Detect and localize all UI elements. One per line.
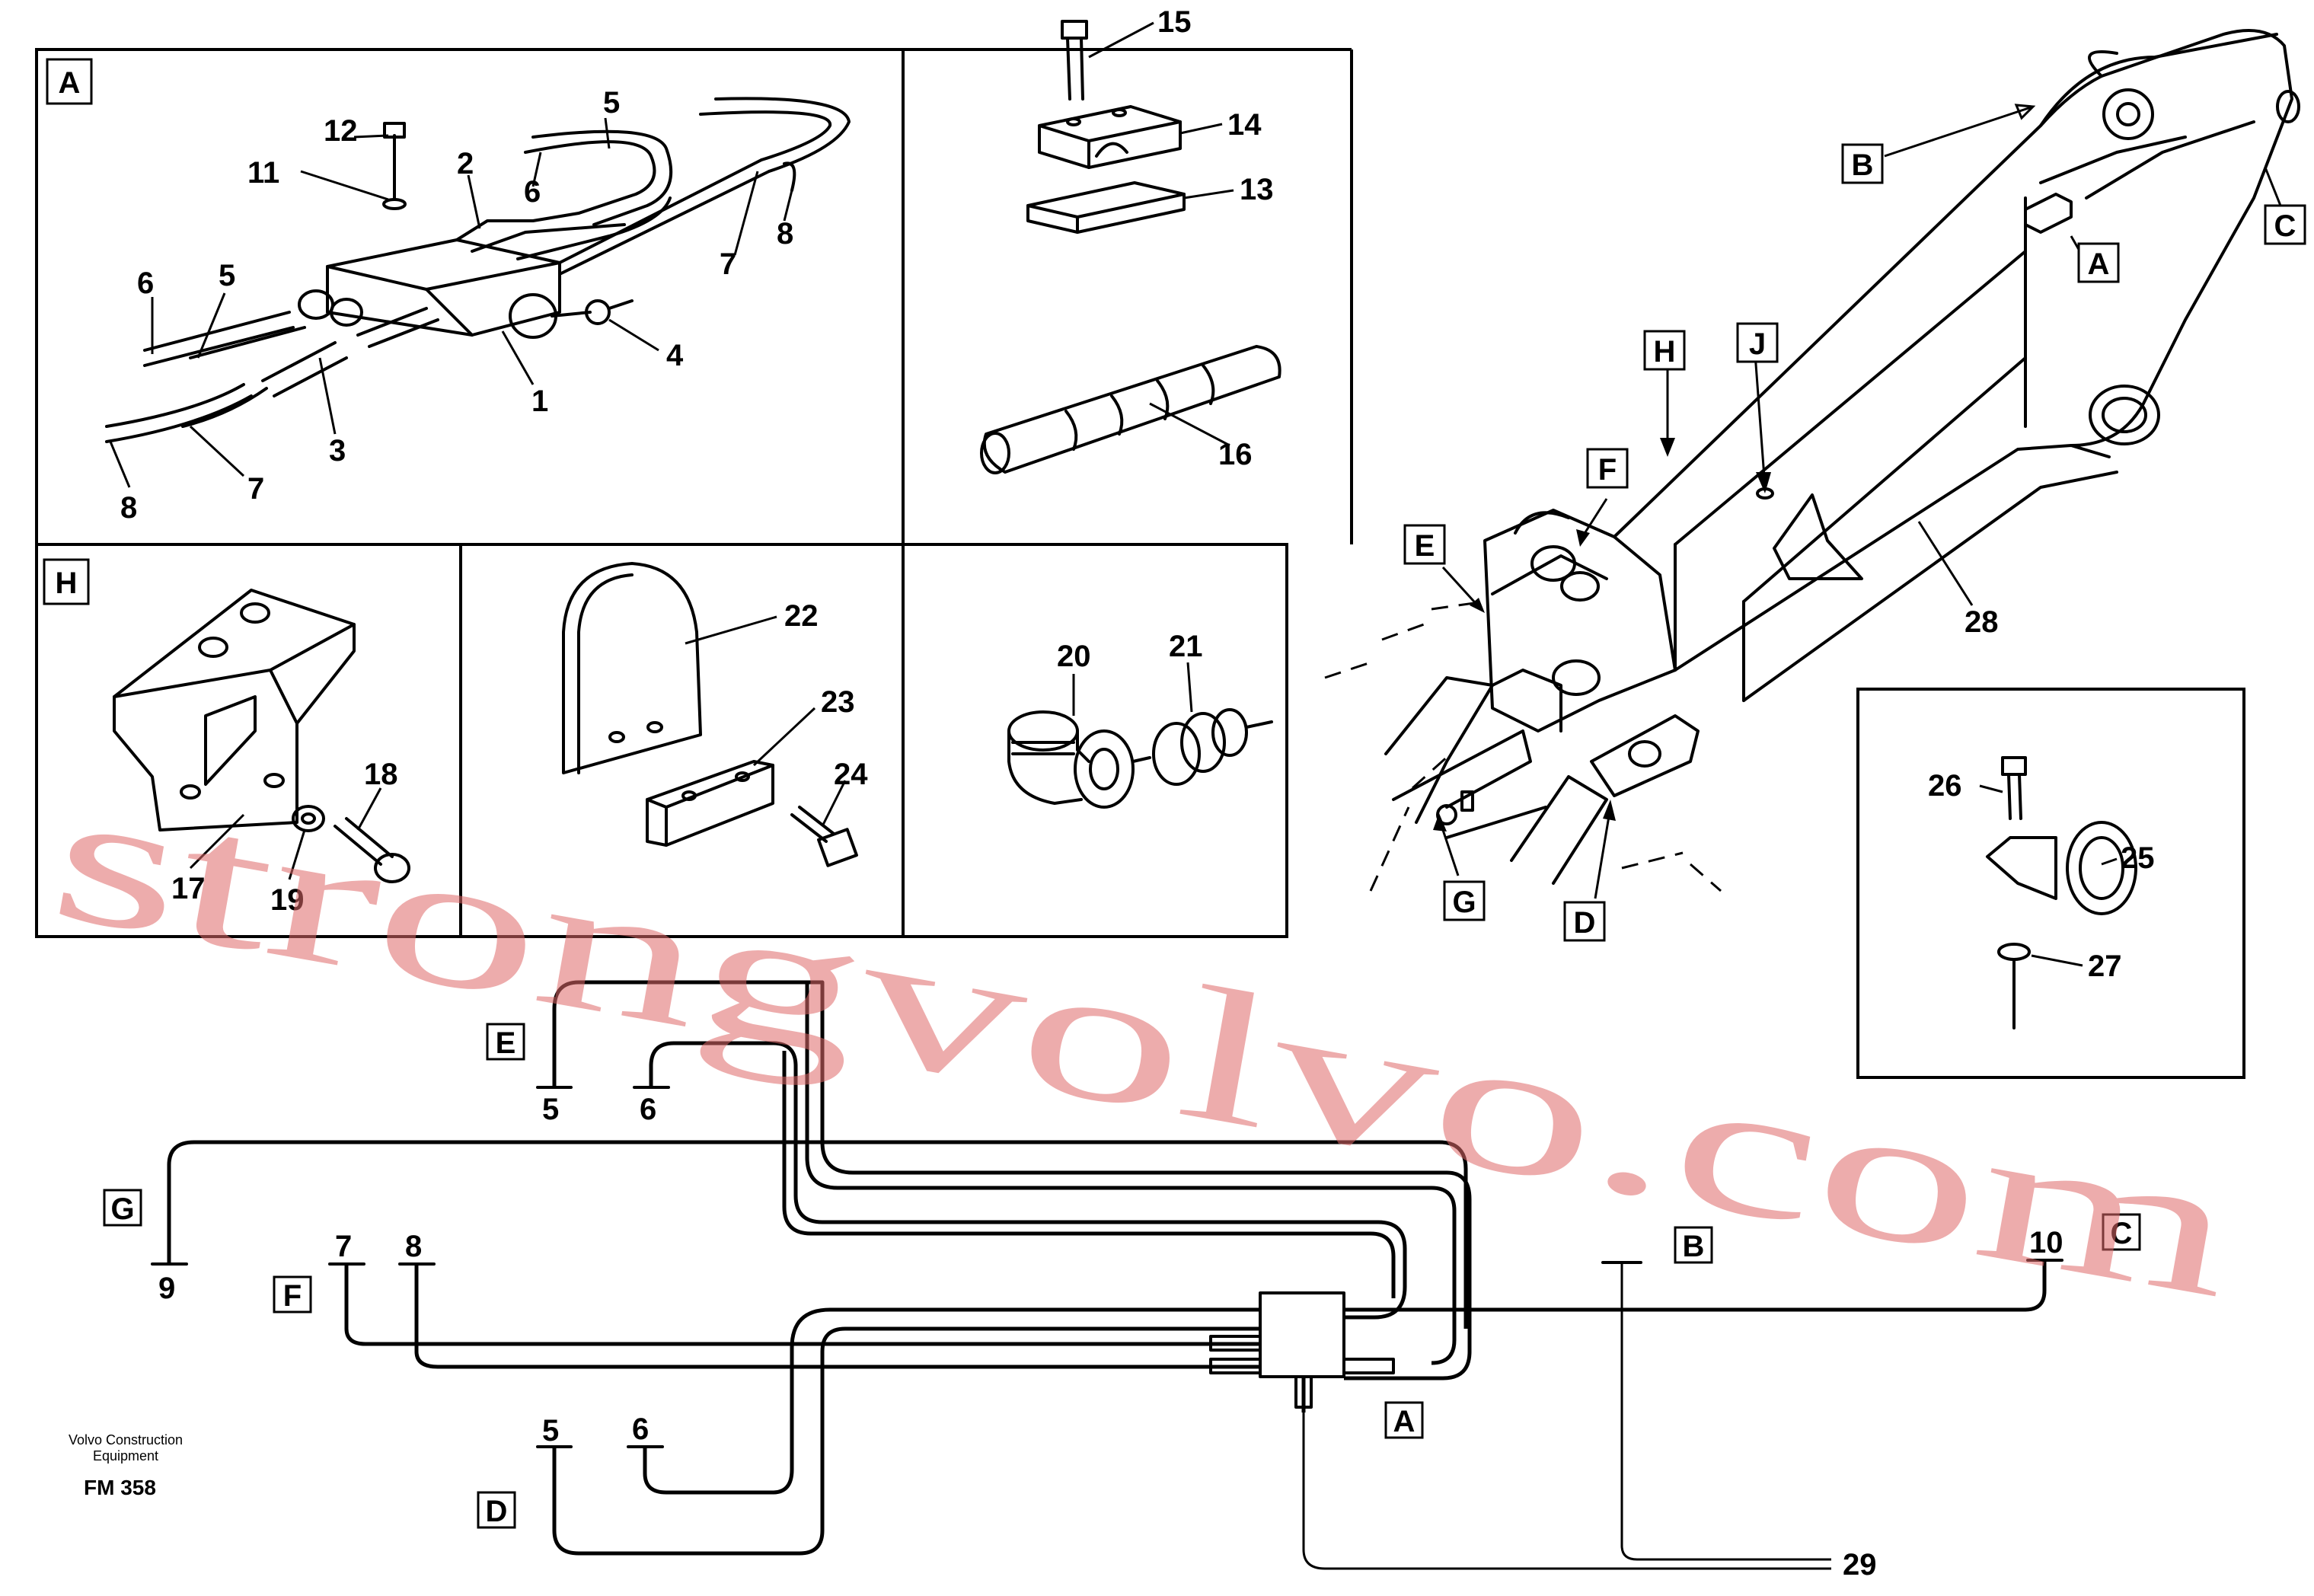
boom-tag-b: B (1852, 148, 1874, 182)
callout-7: 7 (720, 247, 736, 281)
clamp-drawing (980, 20, 1281, 474)
callout-13: 13 (1240, 173, 1274, 206)
schem-num-5b: 5 (542, 1414, 559, 1448)
panel-b-callouts: 15 14 13 16 (1088, 5, 1274, 471)
bracket-drawing (113, 589, 410, 883)
panel-fittings-callouts: 20 21 (1057, 630, 1203, 716)
boom-tag-j: J (1749, 327, 1766, 361)
callout-12: 12 (324, 114, 358, 148)
panel-plate-callouts: 22 23 24 (685, 599, 868, 827)
callout-6: 6 (524, 175, 541, 209)
callout-27: 27 (2088, 950, 2122, 983)
callout-2: 2 (457, 147, 474, 180)
callout-5b: 5 (219, 259, 235, 292)
callout-6b: 6 (137, 267, 154, 300)
drawing-code: FM 358 (84, 1476, 156, 1499)
cover-plate-drawing (562, 562, 858, 867)
panel-clamp-callouts: 26 25 27 (1928, 769, 2155, 983)
callout-3: 3 (329, 434, 346, 468)
boom-tag-g: G (1452, 886, 1476, 919)
panel-a-tag: A (46, 58, 93, 105)
boom-tag-h: H (1654, 335, 1676, 369)
callout-19: 19 (270, 883, 305, 917)
panel-h-tag: H (43, 558, 90, 605)
callout-15: 15 (1157, 5, 1192, 39)
hose-routing-schematic (151, 980, 2063, 1570)
callout-18: 18 (364, 758, 398, 791)
company-line-1: Volvo Construction (69, 1432, 183, 1448)
callout-23: 23 (821, 685, 855, 719)
schem-num-5: 5 (542, 1093, 559, 1126)
schem-tag-c: C (2111, 1217, 2133, 1250)
panel-a-callouts: 12 5 2 11 6 6 5 7 8 4 1 3 7 8 (109, 86, 793, 525)
callout-7b: 7 (247, 472, 264, 506)
schem-num-9: 9 (158, 1272, 175, 1305)
callout-20: 20 (1057, 640, 1091, 673)
panel-h-callouts: 18 17 19 (171, 758, 398, 917)
callout-11: 11 (247, 156, 279, 190)
watermark: strongvolvo.com (38, 747, 2249, 1338)
callout-17: 17 (171, 872, 206, 905)
boom-tag-f: F (1598, 453, 1617, 487)
schem-tag-f: F (283, 1279, 302, 1313)
schem-num-6: 6 (640, 1093, 656, 1126)
schem-tag-e: E (496, 1026, 516, 1060)
schem-num-8: 8 (405, 1230, 422, 1263)
callout-16: 16 (1218, 438, 1253, 471)
callout-8b: 8 (120, 491, 137, 525)
boom-tag-d: D (1574, 906, 1596, 940)
schem-num-29: 29 (1843, 1548, 1877, 1582)
callout-22: 22 (784, 599, 819, 633)
fittings-drawing (1007, 708, 1273, 809)
callout-24: 24 (834, 758, 868, 791)
schem-num-6b: 6 (632, 1412, 649, 1446)
callout-5: 5 (603, 86, 620, 120)
boom-tag-c: C (2274, 209, 2296, 243)
schem-num-7: 7 (335, 1230, 352, 1263)
boom-callouts: B A C H J F E G D 28 (1403, 104, 2306, 942)
callout-4: 4 (666, 339, 684, 372)
boom-tag-e: E (1415, 529, 1435, 563)
footer-credit: Volvo Construction Equipment FM 358 (69, 1432, 183, 1499)
schem-tag-g: G (110, 1192, 134, 1226)
panel-frames (35, 48, 2245, 1079)
schematic-tags: E G F D B C A 5 6 9 7 8 5 6 10 29 (103, 1023, 2141, 1582)
callout-8: 8 (777, 217, 793, 251)
hose-clamp-drawing (1986, 756, 2137, 1029)
boom-tag-a: A (2088, 247, 2110, 281)
valve-assembly-drawing (105, 97, 851, 443)
callout-21: 21 (1169, 630, 1203, 663)
company-line-2: Equipment (93, 1448, 158, 1464)
callout-1: 1 (531, 385, 548, 418)
svg-text:H: H (56, 567, 78, 600)
callout-26: 26 (1928, 769, 1962, 803)
schem-tag-b: B (1683, 1230, 1705, 1263)
svg-text:A: A (59, 66, 81, 100)
callout-25: 25 (2121, 841, 2155, 875)
schem-tag-d: D (486, 1495, 508, 1528)
callout-14: 14 (1227, 108, 1262, 142)
schem-num-10: 10 (2029, 1226, 2063, 1259)
schem-tag-a: A (1393, 1405, 1416, 1438)
boom-drawing (1324, 29, 2300, 892)
callout-28: 28 (1965, 605, 1999, 639)
